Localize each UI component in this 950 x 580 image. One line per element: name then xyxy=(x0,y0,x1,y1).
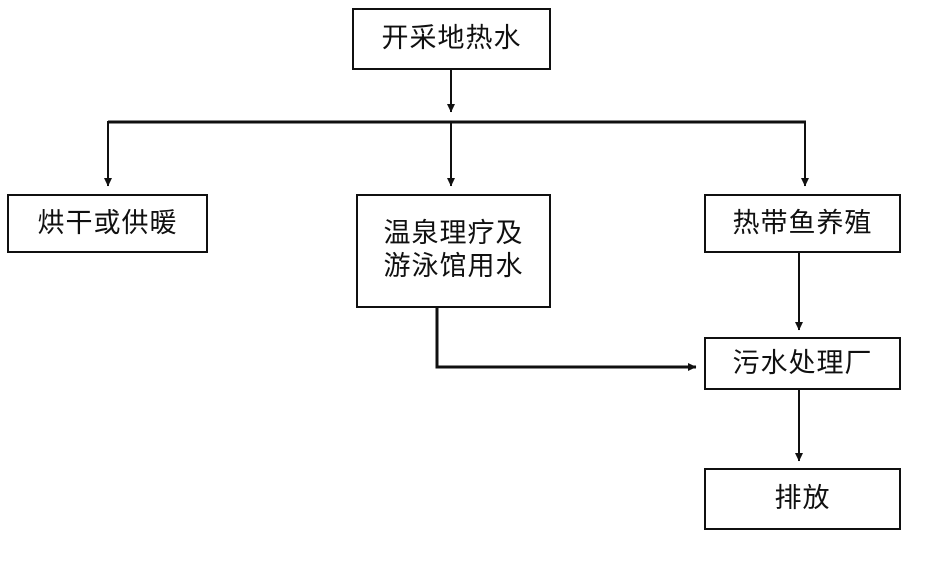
node-discharge[interactable]: 排放 xyxy=(704,468,901,530)
node-spa-and-swimming-pool[interactable]: 温泉理疗及 游泳馆用水 xyxy=(356,194,551,308)
node-spa-and-swimming-pool-label: 温泉理疗及 游泳馆用水 xyxy=(383,218,524,282)
node-wastewater-treatment-plant[interactable]: 污水处理厂 xyxy=(704,337,901,390)
node-wastewater-treatment-plant-label: 污水处理厂 xyxy=(732,347,873,379)
node-source[interactable]: 开采地热水 xyxy=(352,8,551,70)
node-discharge-label: 排放 xyxy=(774,483,831,515)
connector-spa-to-treatment xyxy=(435,308,697,372)
node-drying-or-heating[interactable]: 烘干或供暖 xyxy=(7,194,208,253)
node-source-label: 开采地热水 xyxy=(381,23,522,55)
node-drying-or-heating-label: 烘干或供暖 xyxy=(37,207,178,239)
node-tropical-fish-farming[interactable]: 热带鱼养殖 xyxy=(704,194,901,253)
node-tropical-fish-farming-label: 热带鱼养殖 xyxy=(732,207,873,239)
